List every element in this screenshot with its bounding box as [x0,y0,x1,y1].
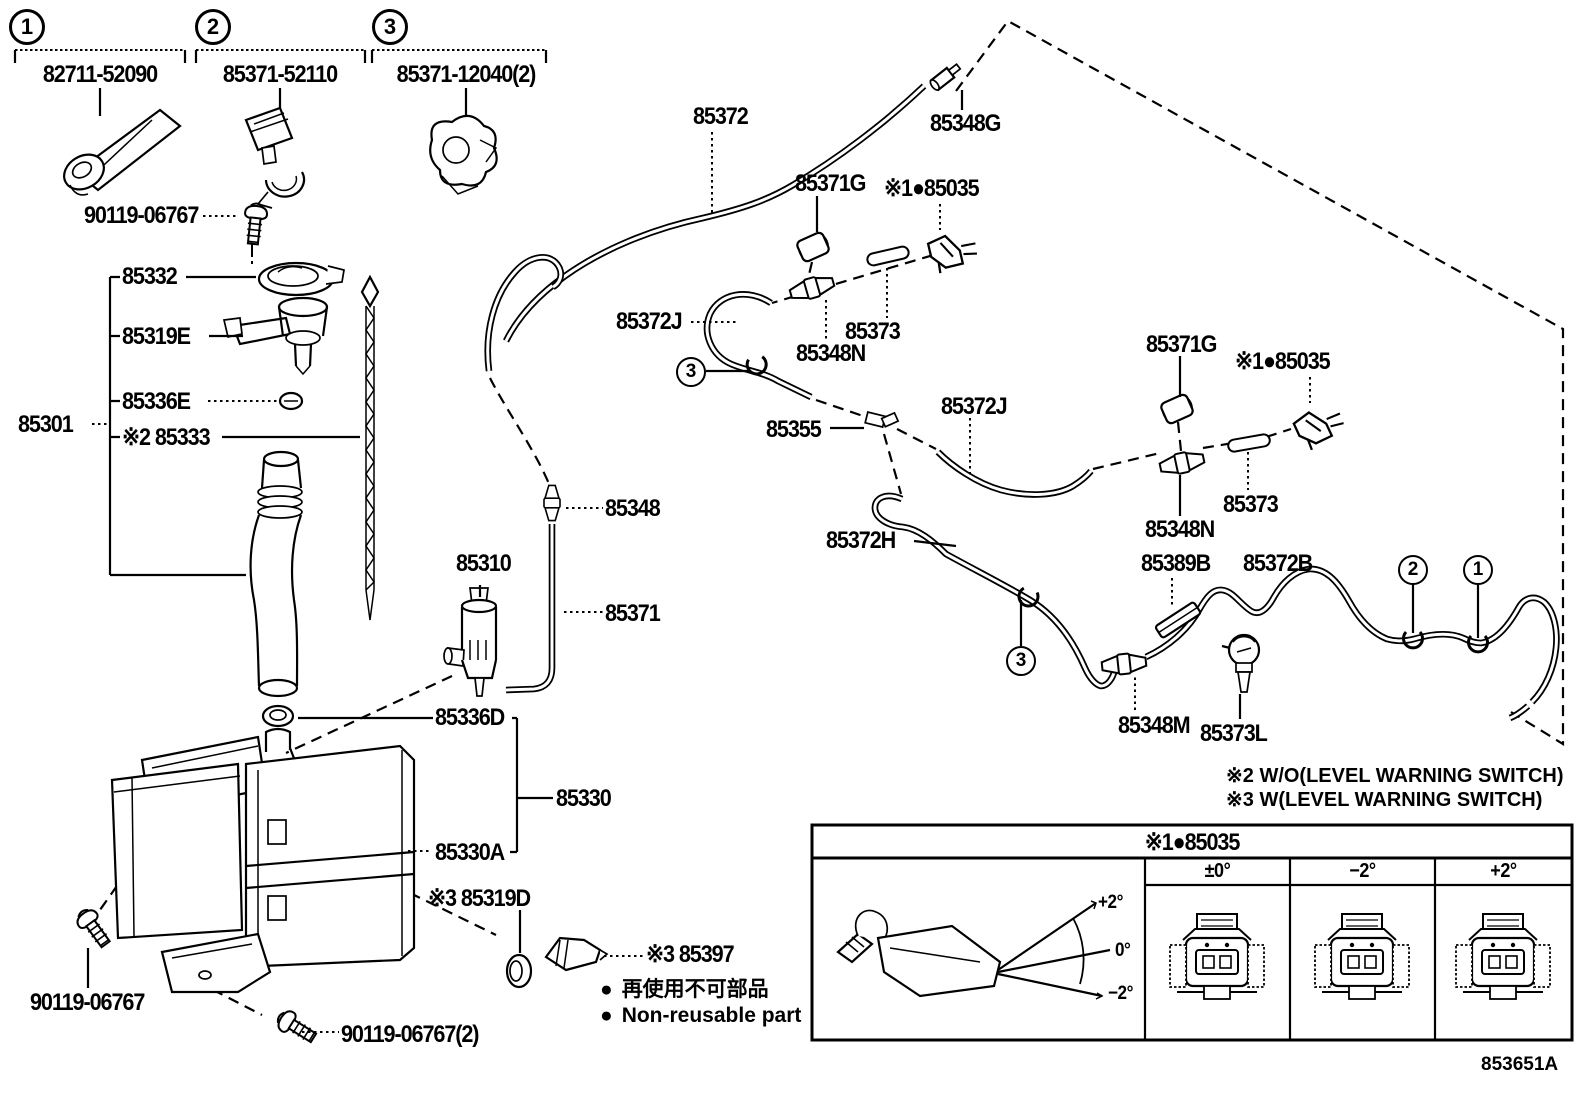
part-label-85371G-a: 85371G [795,170,866,197]
part-label-85397: ※3 85397 [646,941,735,968]
reservoir-parts [110,261,609,994]
grommet-85336E [278,391,304,411]
grommet-85319D [505,953,533,989]
part-label-85332: 85332 [122,263,178,290]
part-label-85301: 85301 [18,411,74,438]
legend-jp-text: 再使用不可部品 [621,978,769,1001]
part-82711-52090 [63,108,182,196]
callout-1-top: 1 [9,9,45,45]
part-label-85348: 85348 [605,495,661,522]
callout-3-top: 3 [372,9,408,45]
grommet-85336D [261,704,295,728]
joint-85355 [864,411,900,429]
angle-label-minus2: −2° [1108,983,1133,1004]
level-gauge-85333 [360,274,380,621]
part-label-85372: 85372 [693,103,749,130]
part-label-85371: 85371 [605,600,661,627]
connector-85348G [929,62,962,92]
washer-jar-85315 [110,727,416,994]
part-label-90119-06767-top: 90119-06767 [84,202,199,229]
part-label-90119-06767-2: 90119-06767(2) [341,1021,479,1048]
table-col-plus2: +2° [1490,860,1517,882]
washer-hoses [484,83,1560,722]
part-label-82711-52090: 82711-52090 [42,61,158,88]
callout-2-hose: 2 [1398,555,1428,585]
angle-label-plus2: +2° [1098,892,1123,913]
group-brackets [13,49,548,116]
part-label-85372J-b: 85372J [941,393,1008,420]
part-label-85373-b: 85373 [1223,491,1279,518]
note-wo-level-warning-switch: ※2 W/O(LEVEL WARNING SWITCH) [1226,765,1564,787]
legend-en-text: Non-reusable part [621,1004,802,1027]
part-label-85330: 85330 [556,785,612,812]
part-label-85333: ※2 85333 [122,424,211,451]
valve-85373L [1221,633,1261,693]
callout-1-hose: 1 [1463,555,1493,585]
part-label-85371-52110: 85371-52110 [222,61,338,88]
part-label-85371-12040: 85371-12040(2) [396,61,537,88]
callout-3-hose2: 3 [1006,646,1036,676]
note-w-level-warning-switch: ※3 W(LEVEL WARNING SWITCH) [1226,789,1543,811]
callout-3-hose: 3 [676,357,706,387]
part-label-85348M: 85348M [1118,712,1191,739]
part-label-85372H: 85372H [826,527,896,554]
part-label-85372B: 85372B [1243,550,1313,577]
cap-85332 [257,261,345,297]
pump-85310 [443,587,498,697]
part-label-85372J-a: 85372J [616,308,683,335]
part-label-85348G: 85348G [930,110,1001,137]
angle-label-zero: 0° [1115,940,1131,961]
part-label-90119-06767-bottom: 90119-06767 [30,989,145,1016]
spacer-85389B [1154,601,1202,639]
part-label-85348N-a: 85348N [796,340,866,367]
bracket-parts-row [63,106,498,1049]
part-label-85336E: 85336E [122,388,191,415]
bullet-icon: ● [600,1004,613,1027]
part-label-85310: 85310 [456,550,512,577]
part-label-85330A: 85330A [435,839,505,866]
part-85371-12040 [429,114,498,195]
table-title-85035: ※1●85035 [1144,829,1241,856]
valve-85397 [544,936,609,972]
table-col-minus2: −2° [1349,860,1376,882]
part-label-85319D: ※3 85319D [428,885,531,912]
part-label-85373-a: 85373 [845,318,901,345]
part-85371-52110 [244,106,306,209]
filler-neck [249,450,303,698]
callout-2-top: 2 [195,9,231,45]
part-label-85373L: 85373L [1200,720,1268,747]
part-label-85355: 85355 [766,416,822,443]
table-col-0deg: ±0° [1204,860,1231,882]
part-label-85336D: 85336D [435,704,505,731]
part-label-85035-a: ※1●85035 [884,175,980,202]
part-label-85319E: 85319E [122,323,191,350]
small-parts [543,62,1489,693]
part-label-85035-b: ※1●85035 [1235,348,1331,375]
part-label-85371G-b: 85371G [1146,331,1217,358]
inlet-85319E [222,296,329,376]
legend-en: ● Non-reusable part [600,1005,801,1026]
spec-table-lines [810,823,1574,1042]
part-label-85348N-b: 85348N [1145,516,1215,543]
leader-lines [86,90,1480,1033]
bullet-icon: ● [600,978,613,1001]
part-label-85389B: 85389B [1141,550,1211,577]
legend-jp: ● 再使用不可部品 [600,979,769,1000]
nozzle-angle-drawing [836,900,1111,1000]
figure-code: 853651A [1481,1054,1559,1075]
